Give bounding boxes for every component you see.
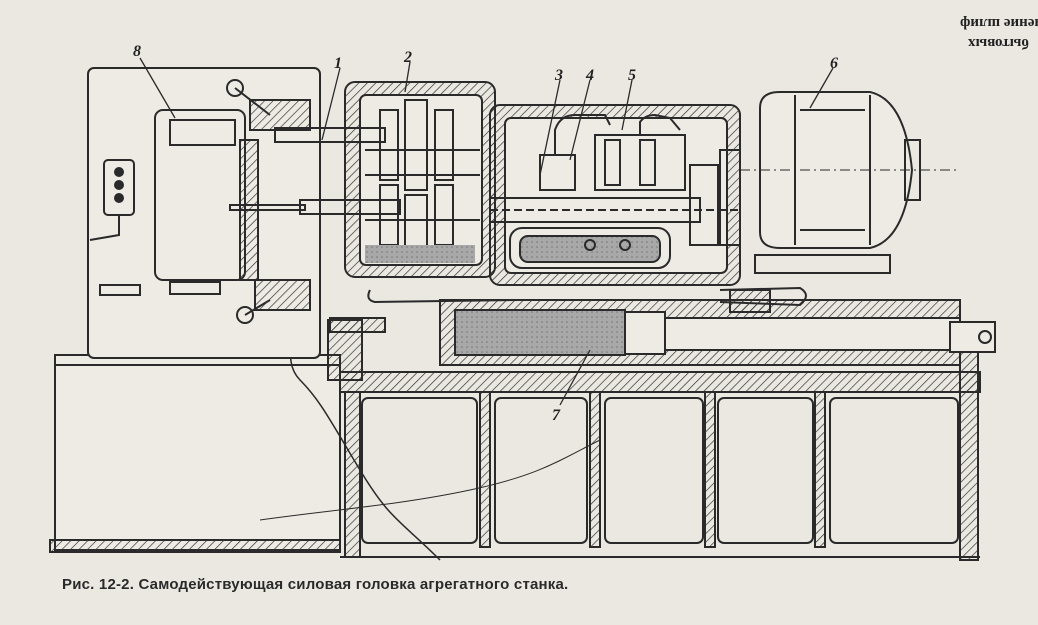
callout-7: 7 [552, 407, 561, 424]
callout-3: 3 [554, 67, 563, 84]
callout-4: 4 [585, 67, 594, 84]
machine-bed [49, 317, 981, 561]
callout-1: 1 [334, 55, 342, 72]
callout-8: 8 [133, 43, 141, 60]
margin-text-line2: бытовых [968, 35, 1029, 51]
control-panel [87, 67, 321, 359]
electric-motor [740, 91, 960, 274]
gearbox [229, 81, 496, 278]
callouts [139, 57, 834, 406]
figure-caption: Рис. 12-2. Самодействующая силовая голов… [62, 576, 569, 593]
head-housing [489, 104, 741, 286]
callout-2: 2 [403, 49, 412, 66]
callout-5: 5 [628, 67, 636, 84]
callout-6: 6 [830, 55, 838, 72]
hydraulic-cylinder [367, 286, 996, 366]
margin-text-line1: чение шлиф [960, 15, 1038, 31]
